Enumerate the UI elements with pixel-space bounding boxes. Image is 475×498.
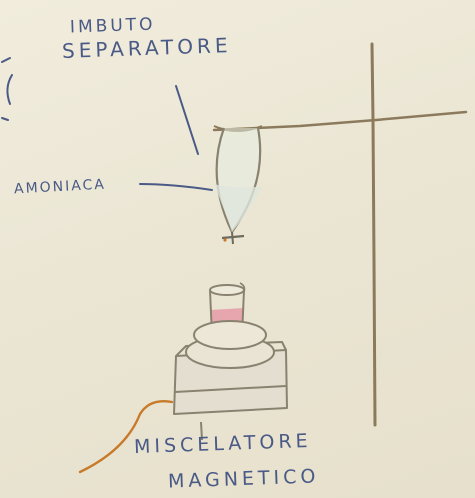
stem-drop xyxy=(223,238,226,241)
ammonia-leader-line xyxy=(140,184,212,190)
label-funnel-line2: SEPARATORE xyxy=(62,35,232,61)
clamp-arm xyxy=(214,112,466,130)
margin-marks xyxy=(2,58,12,120)
separatory-funnel xyxy=(214,128,262,244)
magnetic-stirrer xyxy=(174,321,287,440)
label-funnel-line1: IMBUTO xyxy=(70,17,156,37)
stirrer-top xyxy=(194,321,266,349)
funnel-leader-line xyxy=(176,86,198,154)
stand-rod xyxy=(372,44,375,425)
beaker-rim xyxy=(210,285,244,295)
label-stirrer-line2: MAGNETICO xyxy=(168,467,320,491)
funnel-stem xyxy=(232,232,233,244)
